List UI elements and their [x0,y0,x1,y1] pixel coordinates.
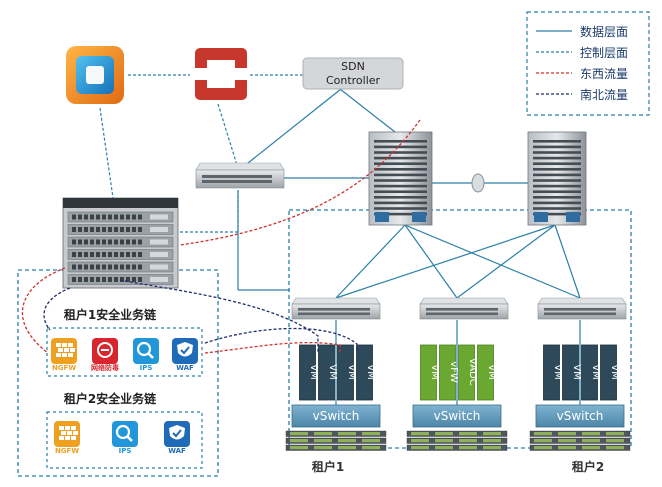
magnifier-icon: IPS [133,338,159,372]
service-label: WAF [176,364,194,372]
legend-frame [526,11,650,116]
vm-label: VM [571,364,582,379]
legend-label-data: 数据层面 [580,24,628,39]
chain2-frame [46,411,203,469]
vm-label: VM [327,364,338,379]
sdn-controller: SDN Controller [302,57,404,90]
firewall-icon: NGFW [51,338,77,372]
openstack-icon [195,48,247,100]
vm-label: VM [429,364,440,379]
core-switch-left [368,131,433,226]
vswitch-label: vSwitch [313,409,360,423]
tenant2-label: 租户2 [572,459,604,474]
vm-block [562,344,579,401]
service-label: IPS [119,447,132,455]
vm-block [477,344,494,401]
vm-label: VM [486,364,497,379]
vswitch-box [412,404,502,428]
vm-label: VM [365,364,376,379]
vm-label: vADC [467,358,478,385]
core-switch-right [527,131,587,226]
vswitch-label: vSwitch [557,409,604,423]
vm-label: VM [552,364,563,379]
east-west-traffic [21,119,421,354]
access-switch-2 [419,297,509,320]
vm-block [318,344,335,401]
vm-block [356,344,373,401]
vm-block [439,344,456,401]
chain2-title: 租户2安全业务链 [64,391,157,406]
service-label: 网络防毒 [91,363,119,372]
access-switch-1 [291,297,381,320]
vm-block [543,344,560,401]
service-label: NGFW [55,447,79,455]
service-label: IPS [140,364,153,372]
sdn-controller-line1: SDN [341,60,365,73]
legend-label-eastwest: 东西流量 [580,67,628,81]
vm-label: VM [590,364,601,379]
vswitch-box [291,404,381,428]
vswitch-box [535,404,625,428]
link-aggregation-icon [471,173,485,193]
shield-icon: WAF [172,338,198,372]
data-plane-links [237,88,581,405]
tenant1-label: 租户1 [312,459,344,474]
access-switch-3 [537,297,627,320]
host-1: VM VM VM VM vSwitch [285,344,387,451]
legend: 数据层面 控制层面 东西流量 南北流量 [526,11,650,116]
vm-label: VM [308,364,319,379]
legend-label-northsouth: 南北流量 [580,87,628,102]
management-switch-icon [195,162,285,189]
legend-label-control: 控制层面 [580,46,628,60]
security-gateway-chassis [62,197,179,289]
north-south-traffic [43,279,358,352]
service-label: NGFW [52,364,76,372]
vm-label: vFW [448,361,459,383]
host-3: VM VM VM VM vSwitch [529,344,631,451]
vm-block [458,344,475,401]
firewall-icon: NGFW [54,421,80,455]
vm-label: VM [346,364,357,379]
antivirus-icon: 网络防毒 [91,338,119,372]
sdn-controller-line2: Controller [326,74,381,87]
magnifier-icon: IPS [112,421,138,455]
shield-icon: WAF [164,421,190,455]
host-2: VM vFW vADC VM vSwitch [406,344,508,451]
vm-block [600,344,617,401]
vm-block [299,344,316,401]
chain1-title: 租户1安全业务链 [64,307,157,322]
vm-block [420,344,437,401]
vmware-icon [66,46,124,104]
vswitch-label: vSwitch [434,409,481,423]
vm-label: VM [609,364,620,379]
service-label: WAF [168,447,186,455]
vm-block [581,344,598,401]
vm-block [337,344,354,401]
